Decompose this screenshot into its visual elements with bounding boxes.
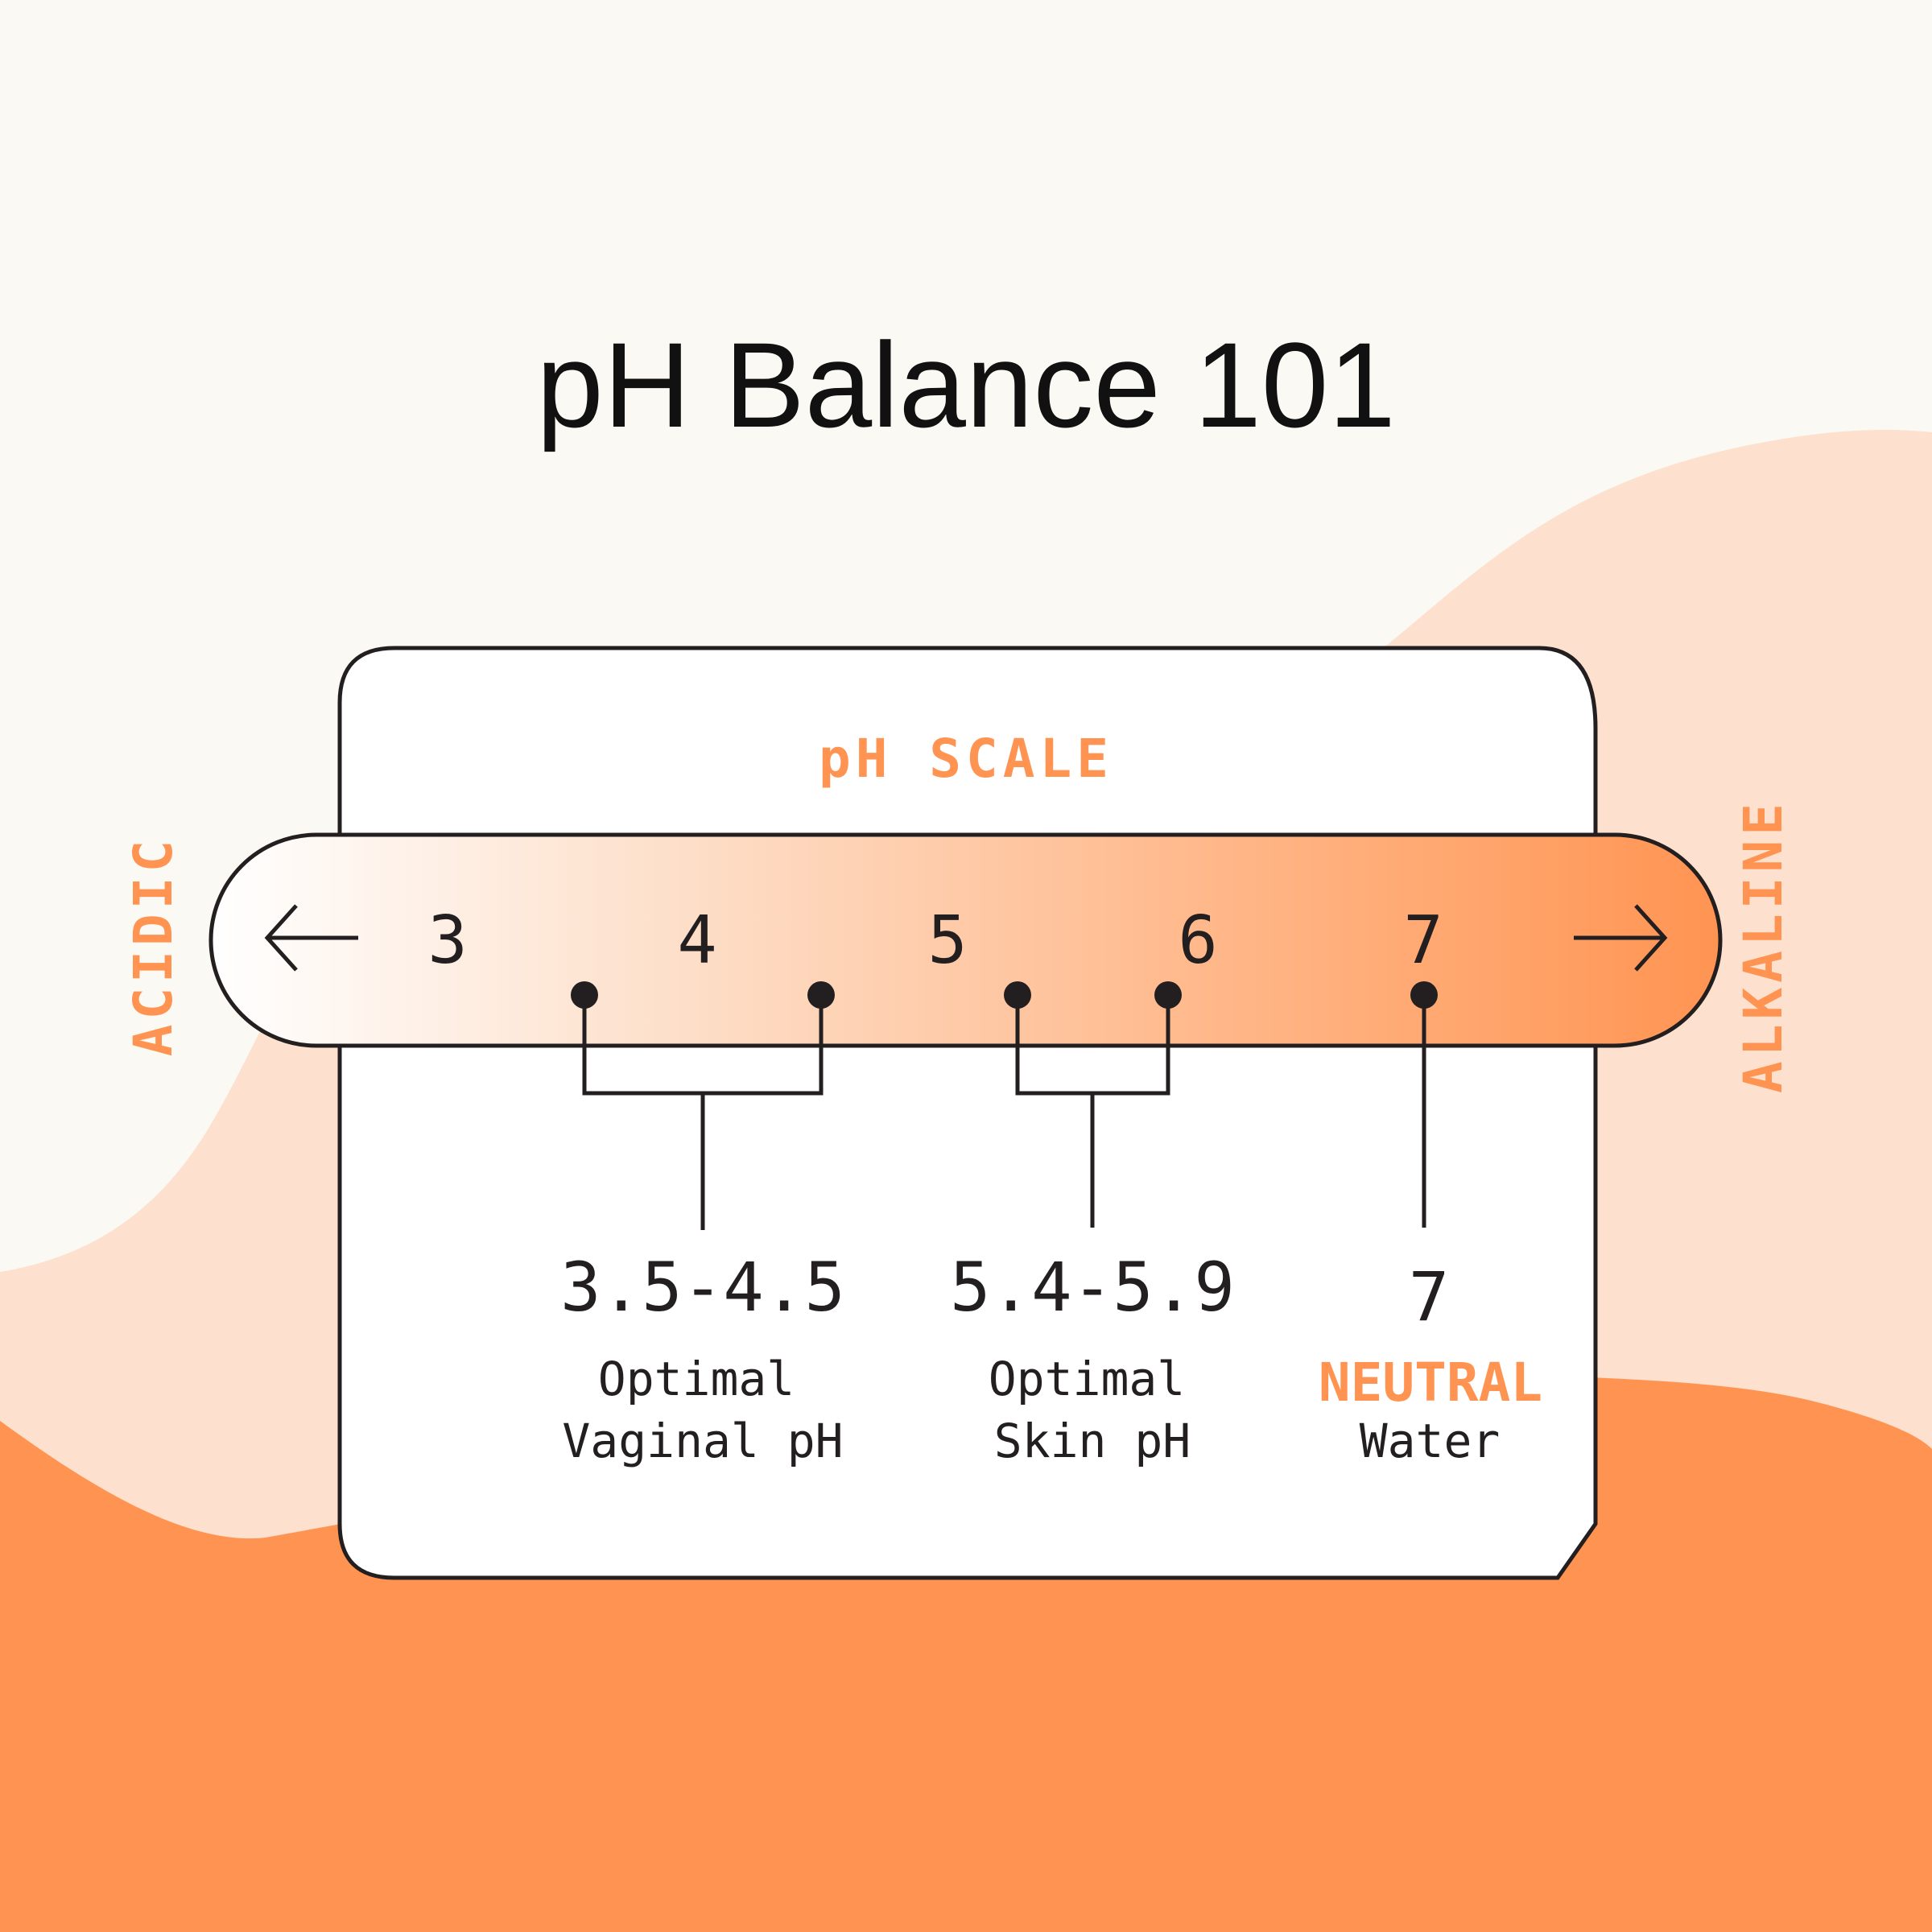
water-caption: Water <box>1360 1414 1501 1468</box>
marker-dot <box>807 981 835 1009</box>
tick-label: 7 <box>1403 902 1443 979</box>
vaginal-ph-caption-line1: Optimal <box>598 1352 795 1406</box>
marker-dot <box>1410 981 1438 1009</box>
acidic-label: ACIDIC <box>122 836 184 1056</box>
tick-label: 3 <box>427 902 467 979</box>
marker-dot <box>571 981 598 1009</box>
tick-label: 6 <box>1178 902 1217 979</box>
arrow-left-icon <box>264 904 358 972</box>
skin-ph-caption-line1: Optimal <box>989 1352 1185 1406</box>
vaginal-ph-caption-line2: Vaginal pH <box>562 1414 843 1468</box>
page-title: pH Balance 101 <box>536 317 1395 452</box>
vaginal-ph-value: 3.5-4.5 <box>560 1248 845 1327</box>
water-ph-value: 7 <box>1409 1257 1450 1336</box>
alkaline-label: ALKALINE <box>1732 799 1794 1093</box>
skin-ph-value: 5.4-5.9 <box>950 1248 1235 1327</box>
arrow-right-icon <box>1574 904 1668 972</box>
tick-label: 5 <box>927 902 967 979</box>
skin-ph-caption-line2: Skin pH <box>994 1414 1191 1468</box>
scale-label: pH SCALE <box>819 728 1113 790</box>
marker-dot <box>1154 981 1182 1009</box>
marker-dot <box>1004 981 1031 1009</box>
tick-label: 4 <box>677 902 716 979</box>
neutral-label: NEUTRAL <box>1319 1352 1542 1414</box>
